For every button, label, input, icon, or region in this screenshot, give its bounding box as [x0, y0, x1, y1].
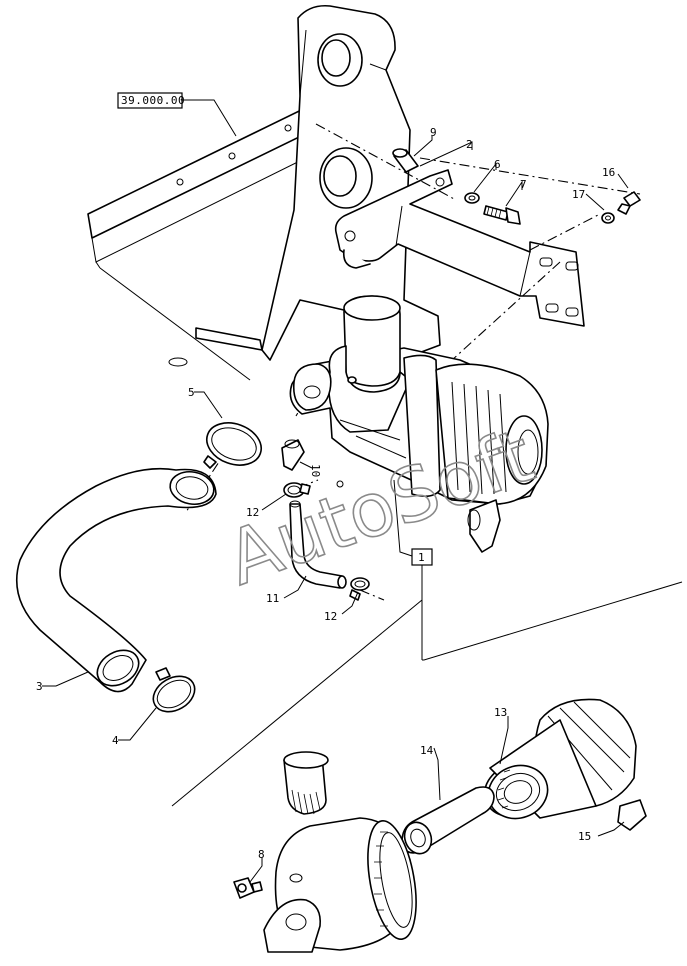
callout-6: 6: [494, 158, 501, 171]
washer-6: [464, 192, 480, 204]
reference-box-text: 39.000.00: [121, 94, 185, 107]
bolt-16: [617, 191, 641, 215]
inlet-hose: [15, 467, 217, 693]
callout-15: 15: [578, 830, 591, 843]
callout-10: 10: [309, 464, 322, 477]
hose-clamp-4: [152, 667, 196, 713]
callout-8: 8: [258, 848, 265, 861]
callout-16: 16: [602, 166, 615, 179]
group-box: 1: [171, 479, 683, 807]
vacuator-hose: [289, 500, 347, 589]
spacer-sleeve: [392, 148, 419, 173]
callout-12b: 12: [324, 610, 337, 623]
callout-leaders: [42, 136, 629, 883]
callout-11: 11: [266, 592, 279, 605]
bolt-7: [483, 205, 521, 225]
group-box-text: 1: [418, 551, 425, 564]
air-filter-housing: [289, 295, 549, 553]
hose-clamp-5: [203, 422, 262, 469]
callout-9: 9: [430, 126, 437, 139]
callout-3: 3: [36, 680, 43, 693]
washer-17: [601, 212, 615, 224]
filter-housing-exploded: [263, 698, 647, 953]
callout-12a: 12: [246, 506, 259, 519]
small-clamp-12-upper: [283, 482, 311, 498]
callout-4: 4: [112, 734, 119, 747]
restriction-sensor-8: [233, 877, 263, 899]
small-clamp-12-lower: [349, 577, 370, 601]
elbow-fitting-10: [281, 439, 305, 471]
callouts: 2 3 4 5 6 7 8 9 10 11 12 12 13 14 15 16 …: [36, 126, 615, 861]
callout-5: 5: [188, 386, 195, 399]
callout-17: 17: [572, 188, 585, 201]
callout-13: 13: [494, 706, 507, 719]
callout-14: 14: [420, 744, 434, 757]
mounting-bracket: [334, 169, 585, 327]
callout-7: 7: [520, 178, 527, 191]
chassis-frame: [87, 4, 441, 381]
callout-2: 2: [466, 138, 473, 151]
reference-box: 39.000.00: [117, 92, 237, 137]
